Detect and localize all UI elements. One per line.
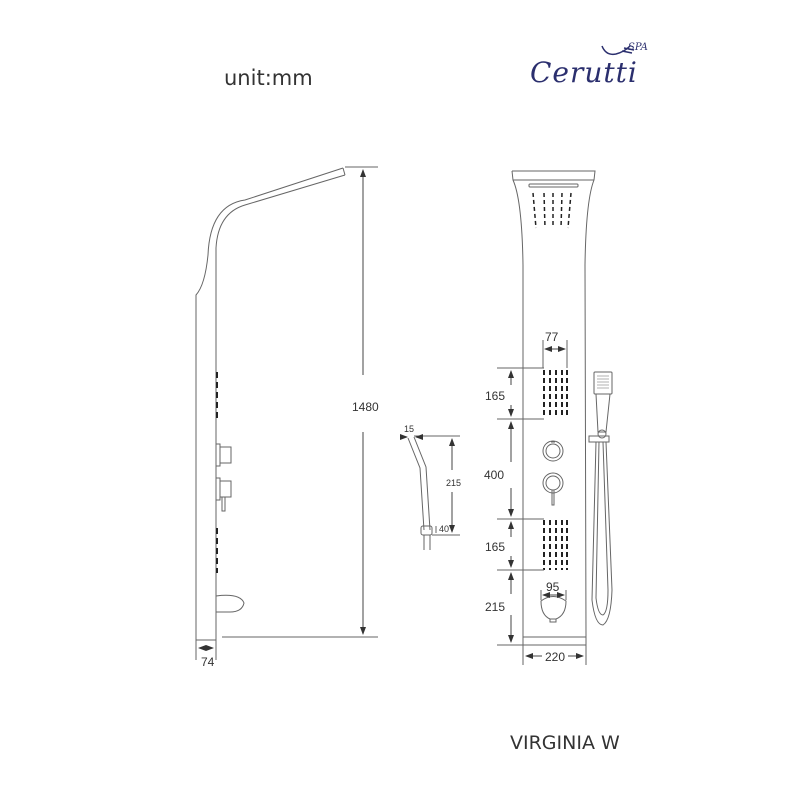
side-height-label: 1480 xyxy=(352,400,379,414)
unit-label: unit:mm xyxy=(224,66,313,90)
panel-width-label: 220 xyxy=(545,650,565,664)
front-lower-jets xyxy=(543,520,568,570)
dolphin-icon xyxy=(601,45,635,56)
side-depth-label: 74 xyxy=(201,655,215,669)
brand-suffix: SPA xyxy=(628,42,648,53)
spout-width-label: 95 xyxy=(546,580,560,594)
front-knob-1 xyxy=(542,440,564,462)
side-knob-1 xyxy=(215,443,221,467)
side-knob-2 xyxy=(215,477,221,501)
hand-shower-length-label: 215 xyxy=(446,478,461,488)
hand-shower-view xyxy=(400,434,460,550)
front-hand-shower xyxy=(588,371,613,626)
front-view xyxy=(497,170,613,665)
controls-height-label: 400 xyxy=(484,468,504,482)
side-view xyxy=(195,166,378,660)
hand-shower-holder-label: 40 xyxy=(439,524,449,534)
hand-shower-width-label: 15 xyxy=(404,424,414,434)
panel-left-edge xyxy=(511,170,524,637)
front-knob-2 xyxy=(542,472,564,494)
spout-height-label: 215 xyxy=(485,600,505,614)
front-spout xyxy=(540,596,567,620)
panel-right-edge xyxy=(512,170,596,638)
side-spout xyxy=(215,594,245,613)
jet-width-label: 77 xyxy=(545,330,559,344)
brand-logo: SPA Cerutti xyxy=(530,42,670,102)
front-upper-jets xyxy=(543,370,568,418)
upper-jets-height-label: 165 xyxy=(485,389,505,403)
brand-name: Cerutti xyxy=(530,56,638,89)
model-name: VIRGINIA W xyxy=(510,732,620,754)
lower-jets-height-label: 165 xyxy=(485,540,505,554)
